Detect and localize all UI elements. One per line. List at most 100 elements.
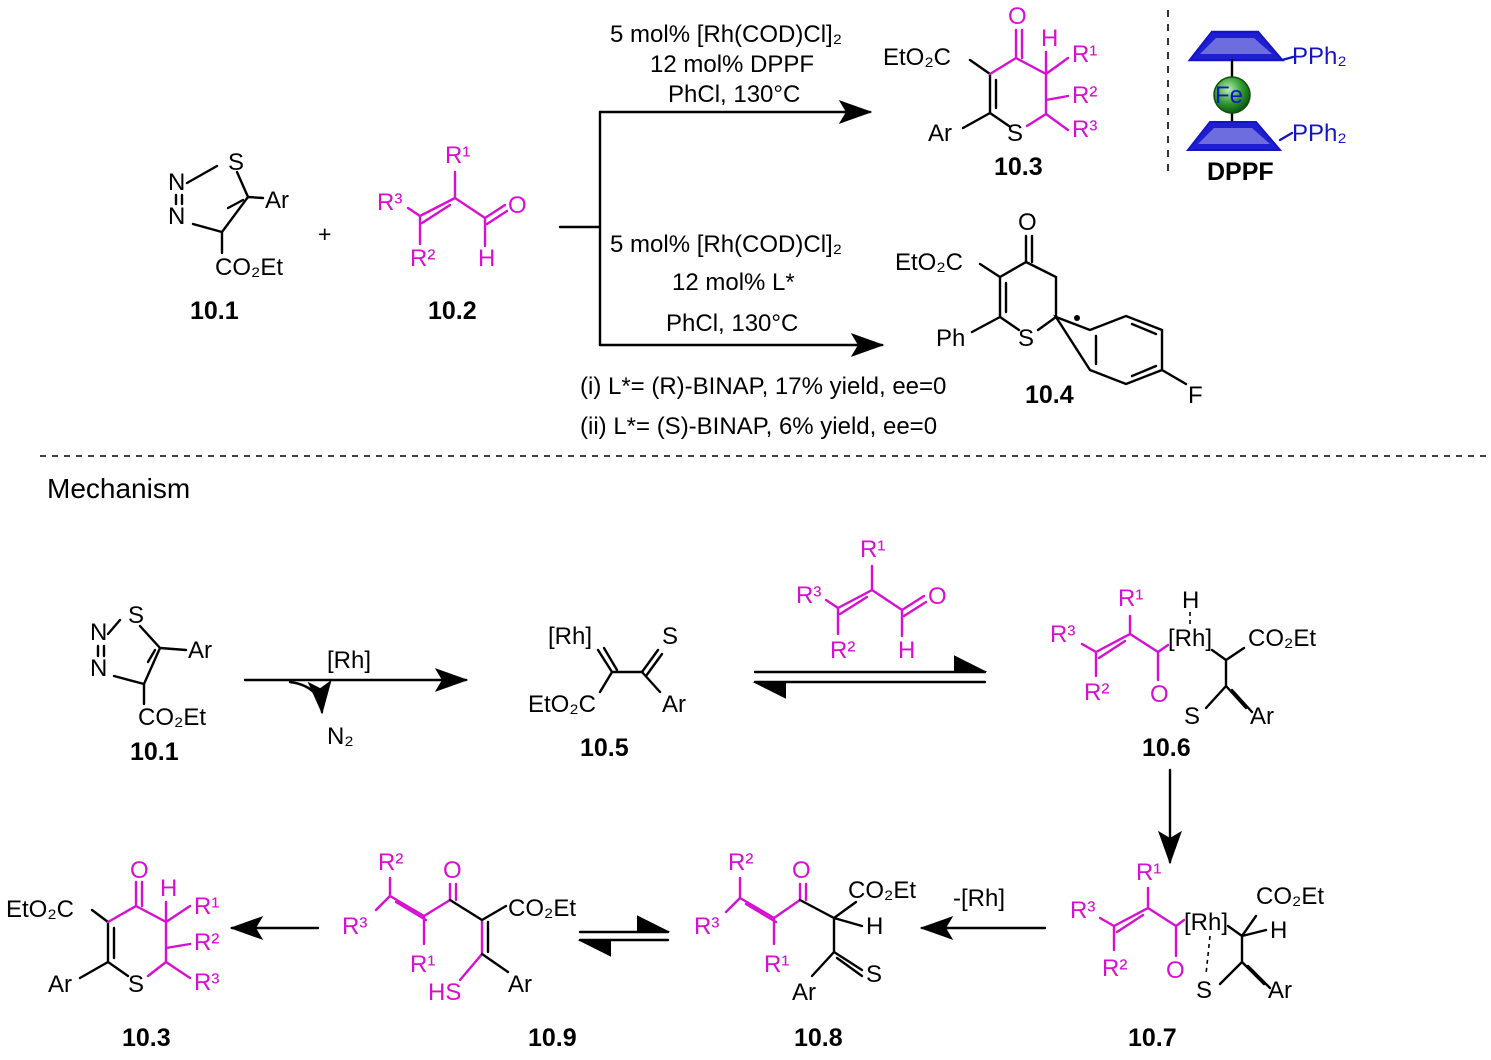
o-atom: O xyxy=(1018,209,1037,236)
pph2-group: PPh₂ xyxy=(1292,120,1347,147)
r3-label: R³ xyxy=(1072,116,1097,143)
compound-10-9: R² O CO₂Et R³ R¹ HS Ar 10.9 xyxy=(342,849,577,1052)
ar-group: Ar xyxy=(792,979,816,1006)
condition-line: 12 mol% L* xyxy=(672,269,795,296)
o-atom: O xyxy=(1166,957,1185,984)
compound-10-3-top: EtO₂C O H R¹ R² R³ Ar S 10.3 xyxy=(883,3,1097,181)
s-atom: S xyxy=(866,961,882,988)
label-10-4: 10.4 xyxy=(1025,381,1074,409)
r3-label: R³ xyxy=(377,189,402,216)
co2et-group: CO₂Et xyxy=(215,254,283,281)
fe-atom: Fe xyxy=(1215,82,1243,109)
ar-group: Ar xyxy=(928,120,952,147)
s-atom: S xyxy=(1196,977,1212,1004)
pph2-group: PPh₂ xyxy=(1292,43,1347,70)
ph-group: Ph xyxy=(936,325,965,352)
condition-line: 5 mol% [Rh(COD)Cl]₂ xyxy=(610,21,842,48)
condition-line: 12 mol% DPPF xyxy=(650,51,814,78)
condition-line: PhCl, 130°C xyxy=(668,81,800,108)
r3-label: R³ xyxy=(796,582,821,609)
n-atom: N xyxy=(168,169,185,196)
label-10-1: 10.1 xyxy=(130,738,179,766)
r2-label: R² xyxy=(728,849,753,876)
o-atom: O xyxy=(443,857,462,884)
rh-label: [Rh] xyxy=(1184,909,1228,936)
n-atom: N xyxy=(90,619,107,646)
r3-label: R³ xyxy=(1050,621,1075,648)
label-10-5: 10.5 xyxy=(580,734,629,762)
n2-label: N₂ xyxy=(327,723,354,750)
eto2c-group: EtO₂C xyxy=(895,249,963,276)
ar-group: Ar xyxy=(1268,977,1292,1004)
n-atom: N xyxy=(90,655,107,682)
h-atom: H xyxy=(160,875,177,902)
compound-10-3-mech: O H R¹ EtO₂C R² R³ Ar S 10.3 xyxy=(6,857,219,1052)
s-atom: S xyxy=(1184,703,1200,730)
co2et-group: CO₂Et xyxy=(1248,625,1316,652)
footnote-r-binap: (i) L*= (R)-BINAP, 17% yield, ee=0 xyxy=(580,373,946,400)
stereo-dot xyxy=(1074,315,1080,321)
r2-label: R² xyxy=(194,929,219,956)
compound-10-7: R¹ CO₂Et R³ [Rh] H R² O S Ar 10.7 xyxy=(1070,859,1324,1052)
r2-label: R² xyxy=(1084,679,1109,706)
label-10-9: 10.9 xyxy=(528,1024,577,1052)
compound-10-2: R¹ R³ R² O H 10.2 xyxy=(377,142,527,325)
co2et-group: CO₂Et xyxy=(508,895,576,922)
compound-10-5: [Rh] S EtO₂C Ar 10.5 xyxy=(528,623,686,762)
co2et-group: CO₂Et xyxy=(848,877,916,904)
ar-group: Ar xyxy=(265,187,289,214)
r1-label: R¹ xyxy=(410,951,435,978)
s-atom: S xyxy=(128,602,144,629)
arrow-n2-release xyxy=(288,679,332,715)
r1-label: R¹ xyxy=(1118,585,1143,612)
plus-sign: + xyxy=(318,221,331,247)
r3-label: R³ xyxy=(194,969,219,996)
s-atom: S xyxy=(1018,325,1034,352)
o-atom: O xyxy=(1008,3,1027,30)
s-atom: S xyxy=(1007,120,1023,147)
ar-group: Ar xyxy=(1250,703,1274,730)
dppf-structure: PPh₂ Fe PPh₂ DPPF xyxy=(1185,30,1347,186)
label-10-1: 10.1 xyxy=(190,297,239,325)
r2-label: R² xyxy=(410,245,435,272)
r1-label: R¹ xyxy=(860,536,885,563)
label-10-3: 10.3 xyxy=(122,1024,171,1052)
r2-label: R² xyxy=(830,637,855,664)
compound-10-6: R¹ H R³ [Rh] CO₂Et R² O S Ar 10.6 xyxy=(1050,585,1316,762)
condition-line: PhCl, 130°C xyxy=(666,310,798,337)
section-title-mechanism: Mechanism xyxy=(47,473,190,504)
eto2c-group: EtO₂C xyxy=(528,691,596,718)
condition-line: 5 mol% [Rh(COD)Cl]₂ xyxy=(610,231,842,258)
label-dppf: DPPF xyxy=(1207,158,1274,186)
label-10-8: 10.8 xyxy=(794,1024,843,1052)
s-atom: S xyxy=(662,623,678,650)
r2-label: R² xyxy=(1102,955,1127,982)
f-atom: F xyxy=(1188,382,1203,409)
o-atom: O xyxy=(792,857,811,884)
compound-10-4: EtO₂C O Ph S F 10.4 xyxy=(895,209,1203,409)
o-atom: O xyxy=(130,857,149,884)
label-10-3: 10.3 xyxy=(994,153,1043,181)
label-10-2: 10.2 xyxy=(428,297,477,325)
r3-label: R³ xyxy=(342,913,367,940)
ar-group: Ar xyxy=(188,637,212,664)
rh-label: [Rh] xyxy=(1168,625,1212,652)
o-atom: O xyxy=(508,192,527,219)
eto2c-group: EtO₂C xyxy=(883,44,951,71)
r3-label: R³ xyxy=(694,913,719,940)
o-atom: O xyxy=(928,583,947,610)
h-atom: H xyxy=(478,245,495,272)
arrow-label-minus-rh: -[Rh] xyxy=(953,885,1005,912)
enal-reagent: R¹ R³ R² O H xyxy=(796,536,947,664)
co2et-group: CO₂Et xyxy=(1256,883,1324,910)
compound-10-1-top: S N N Ar CO₂Et 10.1 xyxy=(168,149,289,325)
arrow-label-rh: [Rh] xyxy=(327,647,371,674)
compound-10-8: R² O CO₂Et R³ H R¹ S Ar 10.8 xyxy=(694,849,916,1052)
n-atom: N xyxy=(168,203,185,230)
h-atom: H xyxy=(1182,587,1199,614)
co2et-group: CO₂Et xyxy=(138,704,206,731)
ar-group: Ar xyxy=(48,971,72,998)
h-atom: H xyxy=(1041,25,1058,52)
